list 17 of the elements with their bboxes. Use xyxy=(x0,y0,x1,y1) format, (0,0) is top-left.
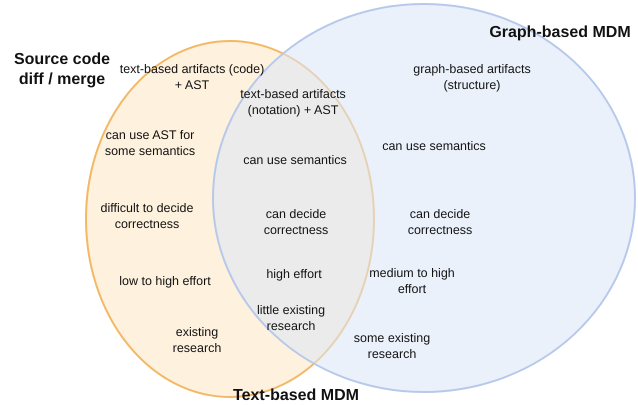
set-feature-text: text-based artifacts (notation) + AST xyxy=(239,86,347,118)
set-feature-text: can decide correctness xyxy=(406,206,474,238)
set-feature-text: medium to high effort xyxy=(368,265,456,297)
set-feature-text: can use semantics xyxy=(381,138,487,154)
set-feature-text: little existing research xyxy=(256,302,326,334)
set-heading: Text-based MDM xyxy=(232,386,360,405)
set-feature-text: can use semantics xyxy=(242,152,348,168)
set-feature-text: difficult to decide correctness xyxy=(100,200,194,232)
set-feature-text: can decide correctness xyxy=(262,206,330,238)
set-heading: Graph-based MDM xyxy=(488,23,632,43)
set-feature-text: low to high effort xyxy=(118,273,212,289)
set-feature-text: graph-based artifacts (structure) xyxy=(412,61,532,93)
set-feature-text: existing research xyxy=(172,324,222,356)
set-feature-text: can use AST for some semantics xyxy=(104,127,196,159)
set-feature-text: some existing research xyxy=(352,330,432,362)
set-feature-text: high effort xyxy=(265,266,323,282)
set-heading: Source code diff / merge xyxy=(12,50,112,90)
